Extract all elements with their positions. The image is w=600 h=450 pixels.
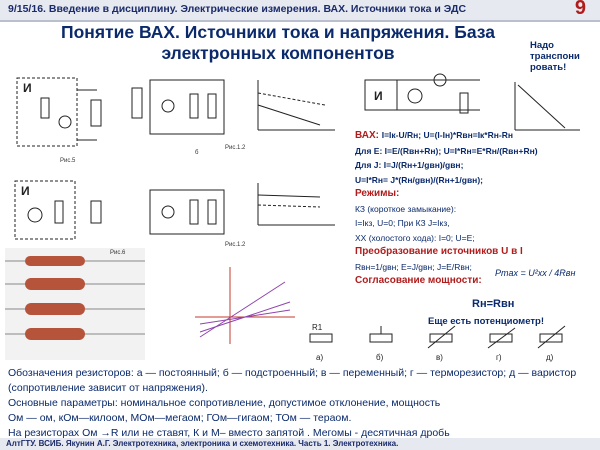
- vax-graph-right: [514, 82, 580, 131]
- slide-number: 9: [574, 0, 586, 19]
- footer-bar: АлтГТУ. ВСИБ. Якунин А.Г. Электротехника…: [0, 438, 600, 450]
- rn-equals-rvn: Rн=Rвн: [472, 298, 515, 310]
- symbol-v-label: в): [436, 353, 443, 362]
- formulas-panel: ВАХ: I=Iк-U/Rн; U=(I-Iн)*Rвн=Iк*Rн-Rн Дл…: [355, 128, 600, 289]
- symbol-g-label: г): [496, 353, 502, 362]
- j-formula: Для J: I=J/(Rн+1/gвн)/gвн;: [355, 160, 464, 170]
- note-line-1: Надо: [530, 40, 554, 51]
- symbol-b-label: б): [376, 353, 384, 362]
- title-line-2: электронных компонентов: [161, 43, 395, 63]
- transpose-note: Надо транспони ровать!: [530, 40, 596, 73]
- header-title: 9/15/16. Введение в дисциплину. Электрич…: [8, 3, 467, 15]
- caption-fig12-top: Рис.1.2: [225, 145, 246, 151]
- note-line-2: транспони: [530, 51, 580, 62]
- symbol-d-label: д): [546, 353, 554, 362]
- source-j-label: И: [21, 184, 30, 198]
- kz-line: КЗ (короткое замыкание):: [355, 203, 457, 214]
- note-line-3: ровать!: [530, 62, 567, 73]
- bottom-line-4: На резисторах Ом →R или не ставят, К и М…: [8, 427, 450, 439]
- resistor-vax-graph: [195, 267, 295, 344]
- resistor-load: [131, 87, 143, 119]
- slide-title: Понятие ВАХ. Источники тока и напряжения…: [28, 22, 528, 64]
- vax-formula: ВАХ: I=Iк-U/Rн; U=(I-Iн)*Rвн=Iк*Rн-Rн: [355, 130, 513, 141]
- r1-label: R1: [312, 323, 323, 332]
- bottom-line-1: Обозначения резисторов: а — постоянный; …: [8, 367, 577, 394]
- potentiometer-note: Еще есть потенциометр!: [428, 316, 544, 327]
- caption-fig6: Рис.6: [110, 250, 126, 256]
- conversion-heading: Преобразование источников U в I: [355, 246, 523, 257]
- caption-fig5: Рис.5: [60, 158, 76, 164]
- e-formula: Для Е: I=E/(Rвн+Rн); U=I*Rн=E*Rн/(Rвн+Rн…: [355, 145, 538, 156]
- current-source-circuit: И: [14, 180, 102, 240]
- kz-detail: I=Iкз, U=0; При КЗ J=Iкз,: [355, 218, 450, 228]
- xx-line: ХХ (холостого хода): I=0; U=E;: [355, 232, 475, 243]
- header-bar: 9/15/16. Введение в дисциплину. Электрич…: [0, 0, 600, 22]
- bottom-line-3: Ом — ом, кОм—килоом, МОм—мегаом; ГОм—гиг…: [8, 412, 352, 424]
- symbol-a-label: а): [316, 353, 323, 362]
- bottom-line-2: Основные параметры: номинальное сопротив…: [8, 397, 441, 409]
- bottom-text: Обозначения резисторов: а — постоянный; …: [8, 366, 593, 441]
- vax-graph-mid: [257, 183, 335, 226]
- circuit-right: И: [364, 73, 480, 114]
- source-u-label: И: [23, 81, 32, 95]
- power-heading: Согласование мощности:: [355, 275, 482, 286]
- resistor-photos: [5, 248, 145, 360]
- u-formula: U=I*Rн= J*(Rн/gвн)/(Rн+1/gвн);: [355, 174, 483, 185]
- caption-fig12-bottom: Рис.1.2: [225, 242, 246, 248]
- title-line-1: Понятие ВАХ. Источники тока и напряжения…: [61, 22, 495, 42]
- ammeter-circuit-mid: [149, 189, 225, 235]
- ammeter-circuit-top: [149, 79, 225, 135]
- conversion-formula: Rвн=1/gвн; E=J/gвн; J=E/Rвн;: [355, 261, 472, 272]
- voltage-source-circuit: И: [16, 77, 102, 147]
- resistor-symbols: R1 а) б) в) г) д): [309, 323, 566, 362]
- caption-b: б: [195, 150, 199, 156]
- pmax-formula: Pmax = U²xx / 4Rвн: [495, 268, 576, 278]
- svg-text:И: И: [374, 89, 383, 103]
- modes-heading: Режимы:: [355, 188, 400, 199]
- vax-graph-top: [257, 80, 335, 131]
